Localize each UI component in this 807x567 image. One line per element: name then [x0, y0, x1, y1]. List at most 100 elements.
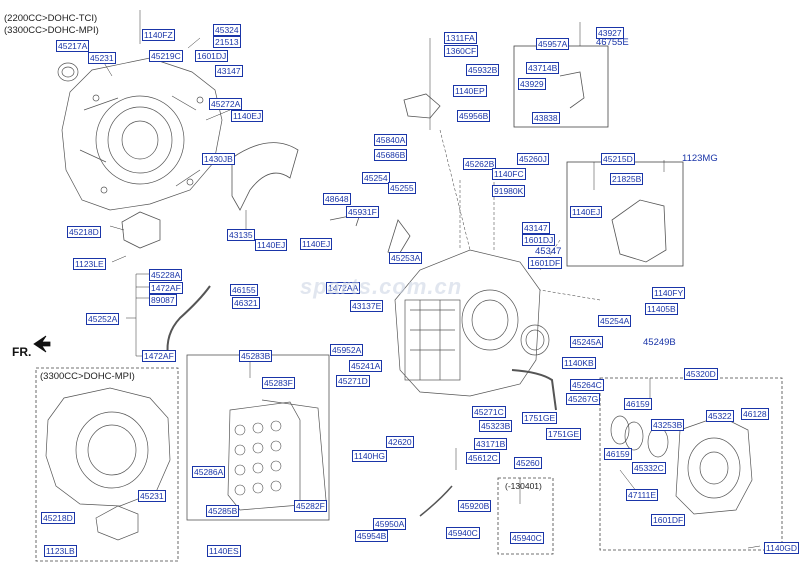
part-label[interactable]: 43137E	[350, 300, 384, 312]
part-label[interactable]: 45271C	[472, 406, 506, 418]
part-label[interactable]: 45324	[213, 24, 241, 36]
part-label[interactable]: 42620	[386, 436, 414, 448]
part-label[interactable]: 45267G	[566, 393, 601, 405]
part-label[interactable]: 45957A	[536, 38, 570, 50]
part-label[interactable]: 45686B	[374, 149, 408, 161]
part-label[interactable]: 43714B	[526, 62, 560, 74]
part-label[interactable]: 45260	[514, 457, 542, 469]
part-label[interactable]: 1140FY	[652, 287, 686, 299]
part-label[interactable]: 45940C	[510, 532, 544, 544]
part-label[interactable]: 1140EJ	[570, 206, 603, 218]
part-label[interactable]: 43147	[215, 65, 243, 77]
part-label[interactable]: 45931F	[346, 206, 379, 218]
part-label[interactable]: 45332C	[632, 462, 666, 474]
part-label[interactable]: 1140GD	[764, 542, 800, 554]
part-label[interactable]: 45940C	[446, 527, 480, 539]
part-label[interactable]: 45932B	[466, 64, 500, 76]
part-label[interactable]: 43147	[522, 222, 550, 234]
part-number-text: 45249B	[643, 337, 676, 348]
part-label[interactable]: 45283F	[262, 377, 295, 389]
part-label[interactable]: 45612C	[466, 452, 500, 464]
part-label[interactable]: 45952A	[330, 344, 364, 356]
part-label[interactable]: 45840A	[374, 134, 408, 146]
part-label[interactable]: 46321	[232, 297, 260, 309]
part-label[interactable]: 1751GE	[546, 428, 582, 440]
engine-mount	[611, 199, 667, 263]
transmission-case	[394, 249, 550, 397]
part-label[interactable]: 1601DF	[528, 257, 563, 269]
part-label[interactable]: 45264C	[570, 379, 604, 391]
part-label[interactable]: 1140EP	[453, 85, 487, 97]
part-label[interactable]: 47111E	[626, 489, 659, 501]
part-label[interactable]: 45228A	[149, 269, 183, 281]
part-label[interactable]: 45231	[88, 52, 116, 64]
part-label[interactable]: 45283B	[239, 350, 273, 362]
part-label[interactable]: 45271D	[336, 375, 370, 387]
part-label[interactable]: 45954B	[355, 530, 389, 542]
part-label[interactable]: 45272A	[209, 98, 243, 110]
part-label[interactable]: 1430JB	[202, 153, 235, 165]
part-label[interactable]: 89087	[149, 294, 177, 306]
part-label[interactable]: 45217A	[56, 40, 90, 52]
part-label[interactable]: 45950A	[373, 518, 407, 530]
part-label[interactable]: 1123LE	[73, 258, 106, 270]
part-label[interactable]: 45218D	[41, 512, 75, 524]
part-label[interactable]: 45260J	[517, 153, 549, 165]
part-label[interactable]: 46159	[604, 448, 632, 460]
part-label[interactable]: 1140EJ	[300, 238, 333, 250]
part-label[interactable]: 45254	[362, 172, 390, 184]
part-label[interactable]: 45322	[706, 410, 734, 422]
part-label[interactable]: 45219C	[149, 50, 183, 62]
part-label[interactable]: 43929	[518, 78, 546, 90]
part-label[interactable]: 45218D	[67, 226, 101, 238]
part-label[interactable]: 1601DJ	[195, 50, 229, 62]
part-label[interactable]: 45245A	[570, 336, 604, 348]
part-label[interactable]: 1601DF	[651, 514, 686, 526]
part-label[interactable]: 43135	[227, 229, 255, 241]
part-label[interactable]: 48648	[323, 193, 351, 205]
part-label[interactable]: 45253A	[389, 252, 423, 264]
part-label[interactable]: 1472AF	[149, 282, 183, 294]
part-label[interactable]: 46128	[741, 408, 769, 420]
part-label[interactable]: 45323B	[479, 420, 513, 432]
part-label[interactable]: 45956B	[457, 110, 491, 122]
part-label[interactable]: 1601DJ	[522, 234, 556, 246]
part-label[interactable]: 43171B	[474, 438, 508, 450]
part-label[interactable]: 45215D	[601, 153, 635, 165]
part-label[interactable]: 45285B	[206, 505, 240, 517]
part-label[interactable]: 1140EJ	[231, 110, 264, 122]
part-label[interactable]: 45241A	[349, 360, 383, 372]
part-label[interactable]: 43838	[532, 112, 560, 124]
engine-variant-header-2: (3300CC>DOHC-MPI)	[4, 25, 99, 36]
part-label[interactable]: 45920B	[458, 500, 492, 512]
part-label[interactable]: 1140EJ	[255, 239, 288, 251]
part-label[interactable]: 45262B	[463, 158, 497, 170]
part-label[interactable]: 43253B	[651, 419, 685, 431]
part-label[interactable]: 45255	[388, 182, 416, 194]
part-label[interactable]: 1751GE	[522, 412, 558, 424]
part-label[interactable]: 45231	[138, 490, 166, 502]
part-label[interactable]: 11405B	[645, 303, 678, 315]
part-label[interactable]: 45320D	[684, 368, 718, 380]
part-label[interactable]: 46155	[230, 284, 258, 296]
part-label[interactable]: 45252A	[86, 313, 120, 325]
part-label[interactable]: 45286A	[192, 466, 226, 478]
part-label[interactable]: 43927	[596, 27, 624, 39]
part-label[interactable]: 1140FZ	[142, 29, 175, 41]
part-label[interactable]: 1140HG	[352, 450, 388, 462]
part-label[interactable]: 45254A	[598, 315, 632, 327]
part-label[interactable]: 1140KB	[562, 357, 596, 369]
part-label[interactable]: 1140FC	[492, 168, 526, 180]
part-label[interactable]: 1360CF	[444, 45, 479, 57]
part-label[interactable]: 91980K	[492, 185, 526, 197]
watermark: sparts.com.cn	[300, 274, 463, 299]
part-label[interactable]: 45282F	[294, 500, 327, 512]
part-label[interactable]: 21513	[213, 36, 241, 48]
part-label[interactable]: 1123LB	[44, 545, 77, 557]
part-label[interactable]: 1311FA	[444, 32, 477, 44]
part-label[interactable]: 21825B	[610, 173, 644, 185]
part-label[interactable]: 1140ES	[207, 545, 241, 557]
part-label[interactable]: 1472AF	[142, 350, 176, 362]
part-label[interactable]: 46159	[624, 398, 652, 410]
part-label[interactable]: 1472AA	[326, 282, 361, 294]
